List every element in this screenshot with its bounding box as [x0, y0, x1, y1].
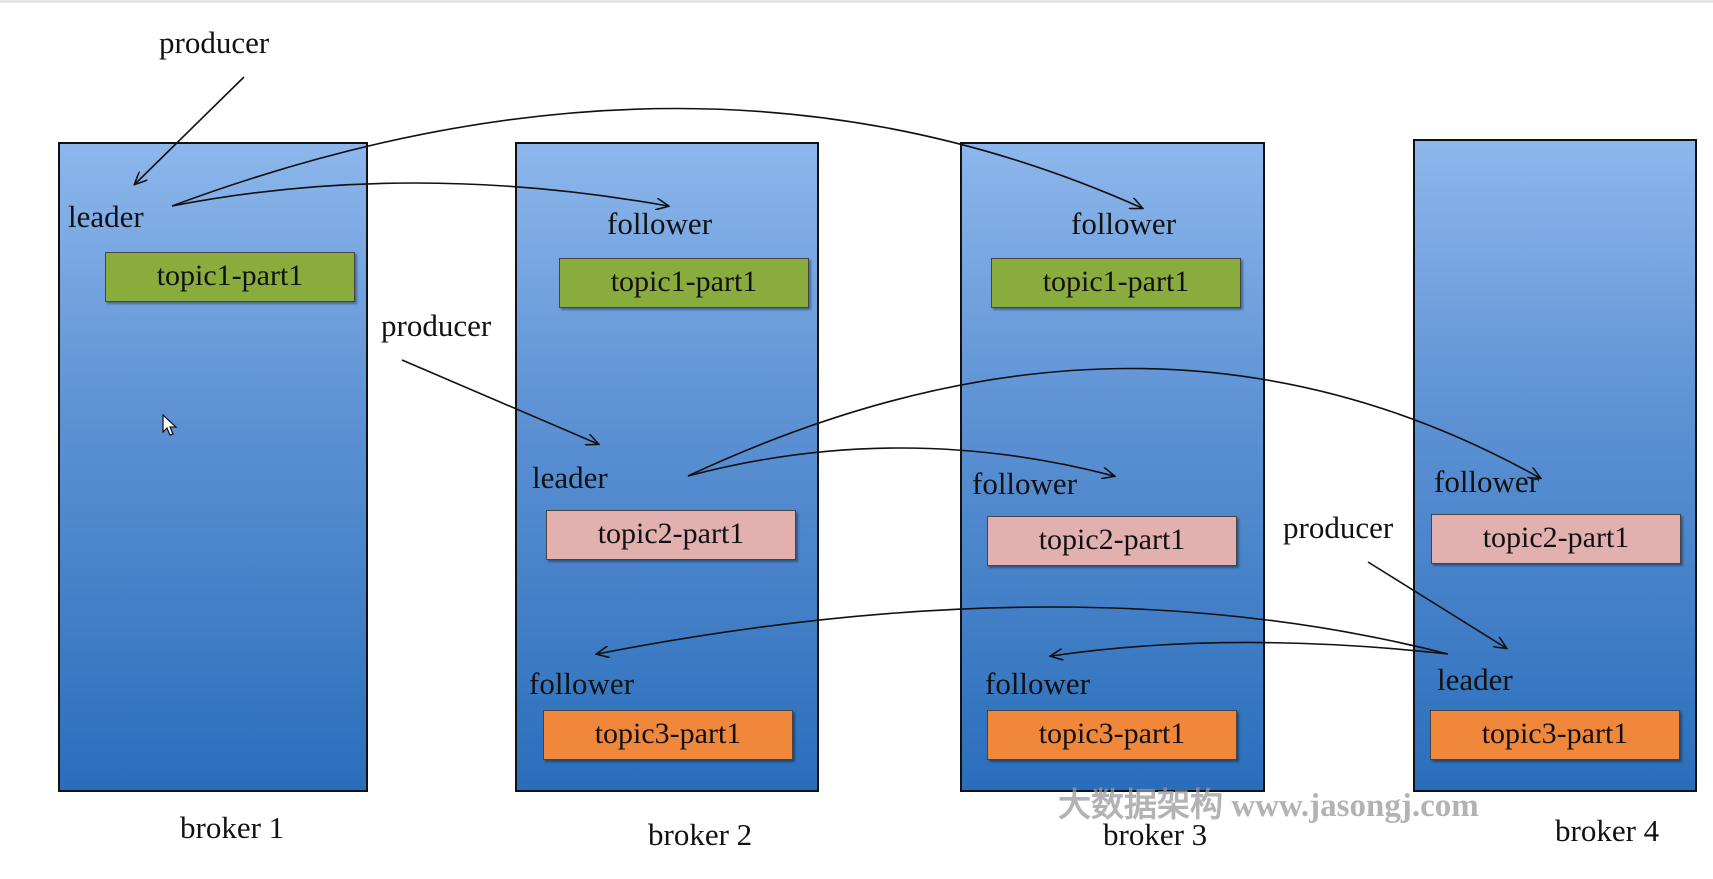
role-label-b4-topic2: follower — [1434, 464, 1540, 499]
watermark: 大数据架构 www.jasongj.com — [1058, 788, 1479, 824]
role-label-b2-topic2: leader — [532, 460, 608, 495]
broker-2-label: broker 2 — [648, 817, 753, 852]
partition-b3-topic3: topic3-part1 — [987, 710, 1237, 760]
broker-1-label: broker 1 — [180, 810, 285, 845]
partition-b1-topic1: topic1-part1 — [105, 252, 355, 302]
producer-label-2: producer — [381, 308, 492, 343]
partition-b2-topic1: topic1-part1 — [559, 258, 809, 308]
partition-b3-topic1: topic1-part1 — [991, 258, 1241, 308]
role-label-b4-topic3: leader — [1437, 662, 1513, 697]
role-label-b3-topic2: follower — [972, 466, 1078, 501]
role-label-b2-topic3: follower — [529, 666, 635, 701]
partition-b4-topic2: topic2-part1 — [1431, 514, 1681, 564]
role-label-b1-topic1: leader — [68, 199, 144, 234]
role-label-b3-topic3: follower — [985, 666, 1091, 701]
partition-b4-topic3: topic3-part1 — [1430, 710, 1680, 760]
broker-4-label: broker 4 — [1555, 813, 1660, 848]
producer-label-1: producer — [159, 25, 270, 60]
producer-label-3: producer — [1283, 510, 1394, 545]
role-label-b2-topic1: follower — [607, 206, 713, 241]
broker-1-box — [58, 142, 368, 792]
partition-b2-topic2: topic2-part1 — [546, 510, 796, 560]
partition-b2-topic3: topic3-part1 — [543, 710, 793, 760]
mouse-cursor-icon — [162, 414, 178, 436]
role-label-b3-topic1: follower — [1071, 206, 1177, 241]
broker-3-label: broker 3 — [1103, 817, 1208, 852]
top-border — [0, 0, 1713, 3]
partition-b3-topic2: topic2-part1 — [987, 516, 1237, 566]
